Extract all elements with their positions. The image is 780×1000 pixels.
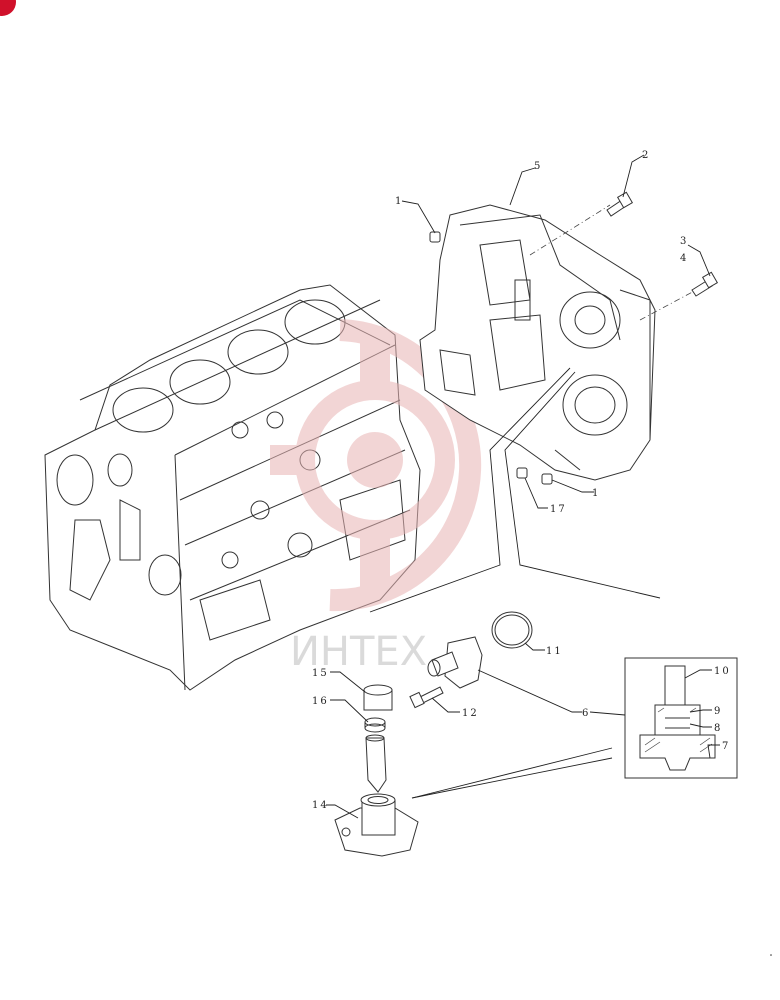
centerline-bolt-2 bbox=[529, 204, 611, 256]
detail-inset bbox=[624, 657, 738, 779]
watermark-text: ИНТЕХ bbox=[290, 629, 427, 675]
dowel-17 bbox=[516, 467, 528, 479]
callout-3: 3 bbox=[680, 236, 688, 247]
callout-6: 6 bbox=[582, 708, 590, 719]
dowel-1-top bbox=[429, 231, 441, 243]
watermark bbox=[270, 319, 482, 612]
cover-plate-6 bbox=[427, 636, 483, 689]
callout-1-top: 1 bbox=[395, 196, 403, 207]
callout-10: 10 bbox=[714, 666, 731, 677]
callout-7: 7 bbox=[722, 741, 730, 752]
centerline-bolt-3-4 bbox=[639, 287, 701, 321]
callout-1-bottom: 1 bbox=[592, 488, 600, 499]
callout-5: 5 bbox=[534, 161, 542, 172]
cap-15 bbox=[363, 684, 393, 711]
callout-4: 4 bbox=[680, 253, 688, 264]
timing-gear-cover bbox=[419, 204, 656, 481]
bolt-2 bbox=[606, 191, 634, 217]
pin bbox=[365, 734, 387, 793]
callout-8: 8 bbox=[714, 723, 722, 734]
callout-9: 9 bbox=[714, 706, 722, 717]
leader-lines bbox=[326, 154, 720, 819]
callout-11: 11 bbox=[546, 646, 563, 657]
bolt-12 bbox=[409, 686, 444, 709]
callout-2: 2 bbox=[642, 150, 650, 161]
callout-14: 14 bbox=[312, 800, 329, 811]
callout-15: 15 bbox=[312, 668, 329, 679]
corner-dot bbox=[770, 954, 772, 956]
callout-17: 17 bbox=[550, 504, 567, 515]
ring-16 bbox=[364, 717, 386, 733]
corner-badge bbox=[0, 0, 16, 16]
dowel-1-bottom bbox=[541, 473, 553, 485]
callout-16: 16 bbox=[312, 696, 329, 707]
callout-12: 12 bbox=[462, 708, 479, 719]
bolt-3-4 bbox=[691, 271, 719, 297]
housing-14 bbox=[334, 793, 419, 857]
o-ring-11 bbox=[491, 611, 533, 649]
